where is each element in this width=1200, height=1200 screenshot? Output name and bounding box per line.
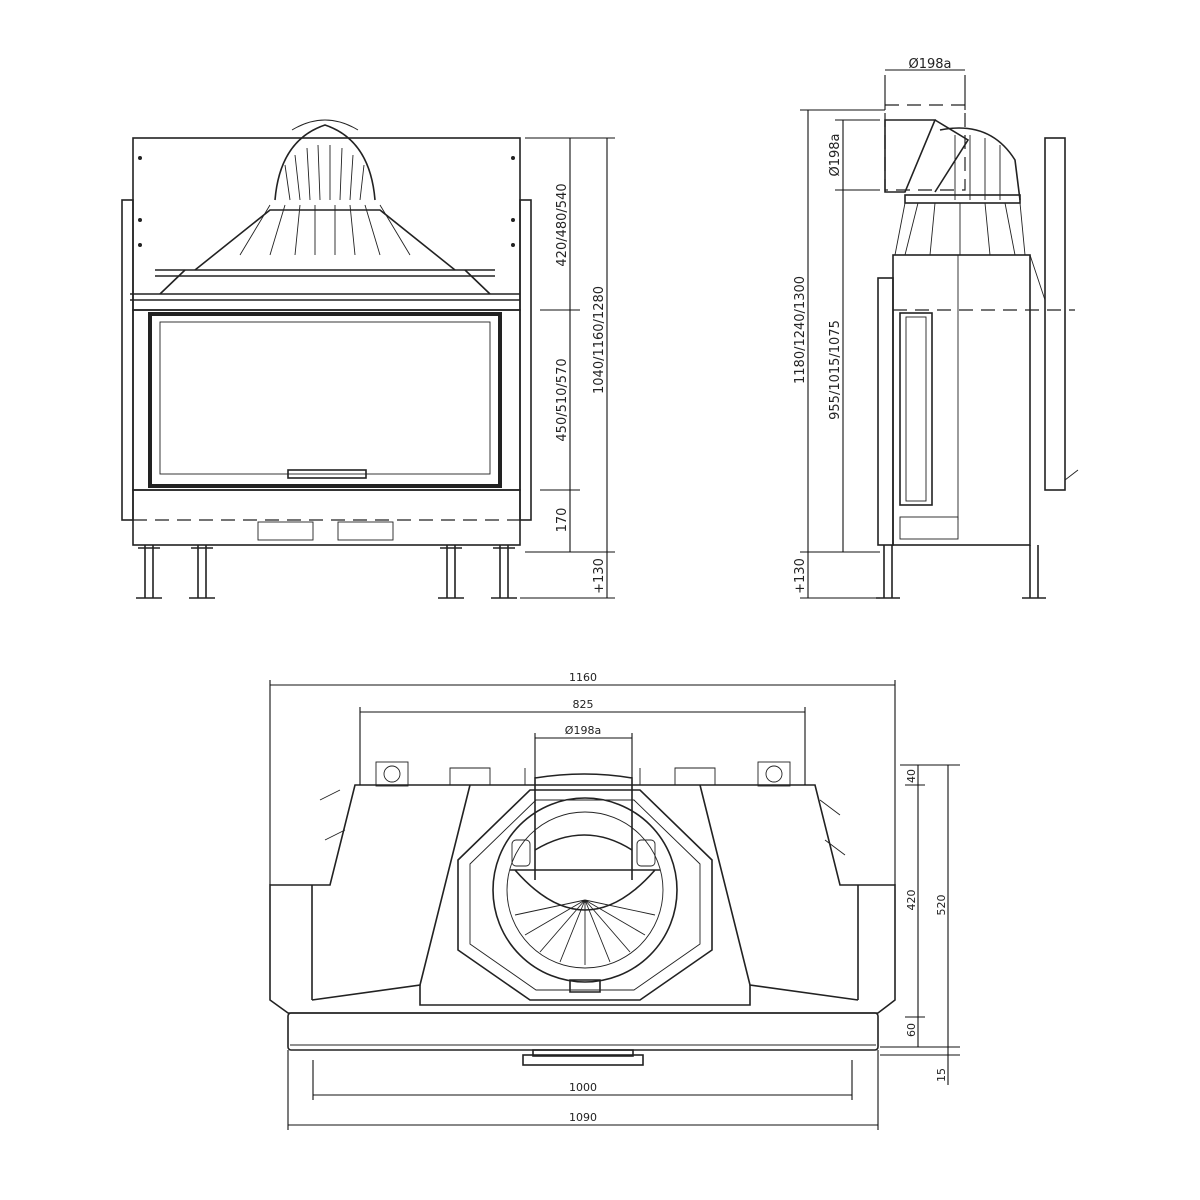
front-dimension-lines: [520, 137, 615, 599]
dim-front-upper: 420/480/540: [555, 183, 570, 266]
dim-top-front-width: 1090: [569, 1111, 597, 1124]
front-legs: [136, 545, 517, 599]
top-view: 1160 825 Ø198a 1000 1090 40 420 60 520 1…: [269, 671, 960, 1130]
dim-top-flue: Ø198a: [565, 724, 601, 737]
dim-front-middle: 450/510/570: [555, 358, 570, 441]
dim-top-inner-width: 825: [573, 698, 594, 711]
dim-side-flue-width: Ø198a: [908, 57, 951, 72]
dim-front-lower: 170: [555, 508, 570, 533]
dim-top-overall-width: 1160: [569, 671, 597, 684]
dim-front-total: 1040/1160/1280: [592, 286, 607, 394]
dim-top-depth-back: 40: [905, 769, 918, 783]
top-dimension-lines: [269, 680, 960, 1130]
hanging-bolt-left: [375, 761, 409, 787]
dim-top-glass-width: 1000: [569, 1081, 597, 1094]
bolt-markers: [138, 156, 515, 247]
dim-top-depth-mid: 420: [905, 890, 918, 911]
side-dimension-lines: [800, 69, 966, 599]
front-view: 420/480/540 450/510/570 170 1040/1160/12…: [121, 119, 615, 599]
side-view: Ø198a Ø198a 1180/1240/1300 955/1015/1075…: [793, 57, 1079, 599]
dim-top-depth-front: 60: [905, 1023, 918, 1037]
dim-side-flue-center: 955/1015/1075: [828, 320, 843, 420]
dim-side-flue-height: Ø198a: [828, 133, 843, 176]
radial-fins: [514, 899, 656, 965]
side-legs: [876, 545, 1046, 599]
dim-side-total: 1180/1240/1300: [793, 276, 808, 384]
hanging-bolt-right: [757, 761, 791, 787]
dim-front-legs: +130: [592, 558, 607, 594]
dim-top-depth-total: 520: [935, 895, 948, 916]
dim-side-legs: +130: [793, 558, 808, 594]
dim-top-frame: 15: [935, 1068, 948, 1082]
